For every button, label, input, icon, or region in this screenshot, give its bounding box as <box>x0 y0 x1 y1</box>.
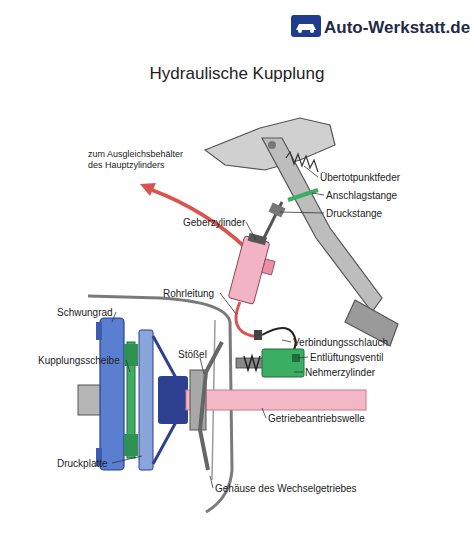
arrow-head <box>140 183 156 196</box>
dust-boot <box>244 356 260 370</box>
logo-wheel <box>310 29 314 33</box>
part-label: Stößel <box>178 348 207 361</box>
pedal-lever <box>262 138 382 312</box>
part-label: Übertotpunktfeder <box>320 171 400 184</box>
part-label: zum Ausgleichsbehälter des Hauptzylinder… <box>88 149 200 171</box>
pedal-bracket <box>205 118 335 170</box>
cylinder-port <box>262 259 275 275</box>
logo-icon <box>291 15 321 37</box>
clutch-lining <box>124 344 138 366</box>
leader-line <box>298 357 308 358</box>
flywheel <box>100 318 124 470</box>
part-label: Kupplungsscheibe <box>38 354 120 367</box>
part-label: Getriebeantriebswelle <box>268 412 365 425</box>
leader-line <box>126 360 130 372</box>
leader-line <box>280 212 324 213</box>
leader-line <box>112 312 116 322</box>
pressure-plate <box>139 330 153 470</box>
part-label: Rohrleitung <box>163 287 214 300</box>
part-label: Geberzylinder <box>183 216 245 229</box>
part-label: Anschlagstange <box>326 189 397 202</box>
slave-cylinder <box>262 349 304 377</box>
part-label: Druckstange <box>326 207 382 220</box>
leader-line <box>112 456 142 463</box>
leader-line <box>246 222 256 240</box>
reservoir-tube <box>152 190 246 248</box>
leader-line <box>262 408 266 418</box>
leader-line <box>200 358 204 374</box>
ring-gear <box>96 322 102 340</box>
crankshaft <box>78 385 102 415</box>
clutch-lining <box>124 434 138 456</box>
leader-line <box>220 293 236 314</box>
logo-car <box>296 24 316 30</box>
watermark: Auto-Werkstatt.de <box>324 17 470 38</box>
part-label: Verbindungsschlauch <box>293 336 388 349</box>
part-label: Druckplatte <box>57 457 108 470</box>
cylinder-cap <box>248 233 267 245</box>
part-label: Nehmerzylinder <box>305 366 375 379</box>
part-label: Gehäuse des Wechselgetriebes <box>215 482 357 495</box>
stop-rod <box>288 190 318 200</box>
part-label: Schwungrad <box>57 306 113 319</box>
leader-line <box>210 476 213 488</box>
clutch-hub <box>158 376 188 424</box>
spring-symbol <box>286 152 318 172</box>
input-shaft <box>186 390 366 410</box>
leader-line <box>294 372 303 373</box>
release-fork <box>200 342 222 470</box>
leader-line <box>282 340 291 342</box>
leader-line <box>304 166 318 177</box>
leader-line <box>312 193 324 195</box>
part-label: Entlüftungsventil <box>310 351 383 364</box>
pipe-fitting <box>254 330 262 340</box>
logo-wheel <box>298 29 302 33</box>
pedal-pivot <box>268 141 276 149</box>
diagram-title: Hydraulische Kupplung <box>0 64 474 84</box>
push-rod-clevis <box>269 203 286 218</box>
